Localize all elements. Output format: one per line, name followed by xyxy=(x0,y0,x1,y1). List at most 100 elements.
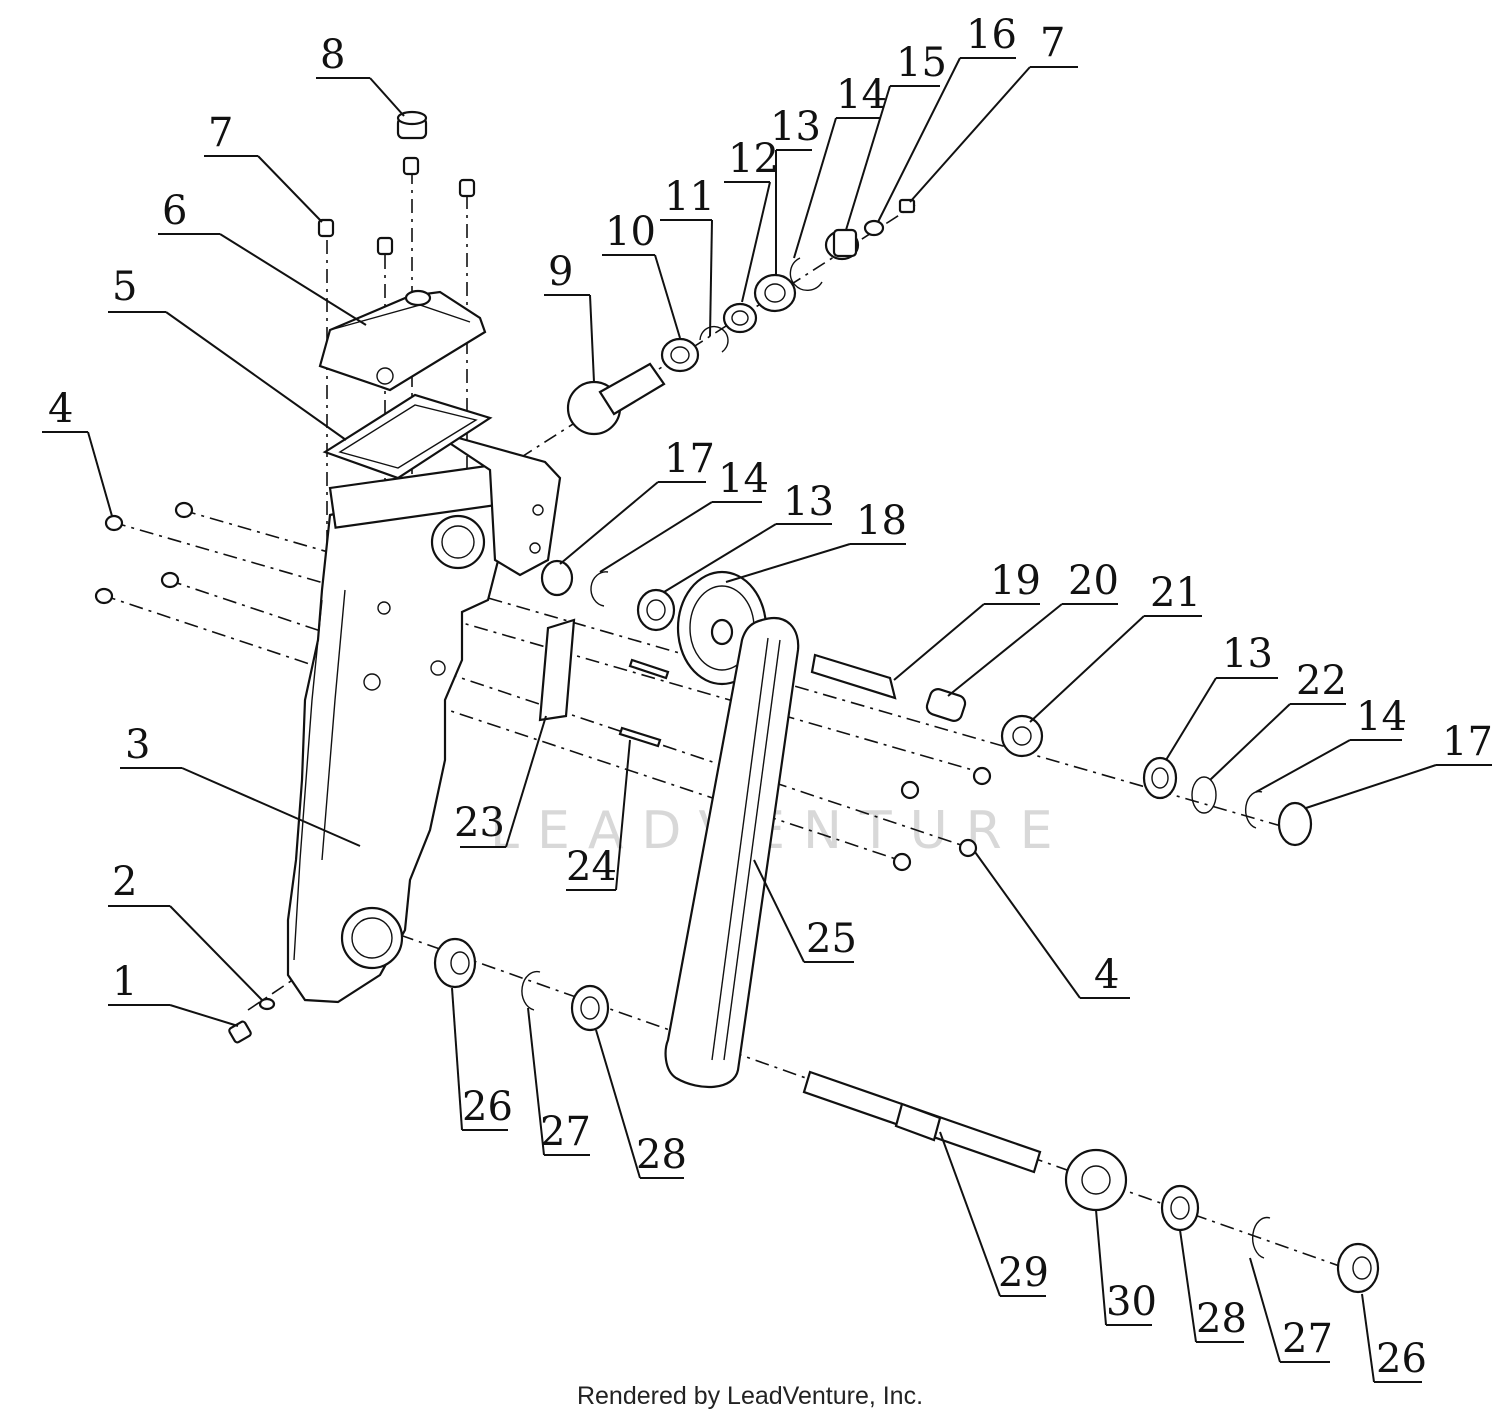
callout-13-middle: 13 xyxy=(663,479,834,593)
svg-text:21: 21 xyxy=(1150,570,1201,616)
callout-11: 11 xyxy=(660,174,715,337)
svg-text:20: 20 xyxy=(1068,558,1119,604)
svg-text:17: 17 xyxy=(1442,719,1493,765)
gear-case-part-3 xyxy=(286,428,562,1004)
callout-23: 23 xyxy=(454,715,547,848)
callout-29: 29 xyxy=(939,1131,1049,1297)
svg-text:1: 1 xyxy=(112,959,137,1005)
bearing-part-12 xyxy=(722,302,758,334)
gasket-part-5 xyxy=(322,393,493,480)
cover-bolts-part-7 xyxy=(317,156,476,256)
output-shaft-part-29 xyxy=(802,1070,1042,1174)
svg-text:17: 17 xyxy=(664,436,715,482)
svg-text:22: 22 xyxy=(1296,658,1347,704)
callout-28-right: 28 xyxy=(1179,1229,1247,1343)
pin-part-24 xyxy=(618,658,670,748)
svg-text:8: 8 xyxy=(320,32,345,78)
svg-text:11: 11 xyxy=(664,174,715,220)
svg-text:5: 5 xyxy=(112,264,137,310)
svg-text:16: 16 xyxy=(966,12,1017,58)
snap-ring-part-27-left xyxy=(521,970,541,1011)
callout-13-right: 13 xyxy=(1165,631,1278,761)
bolt-part-7-upper xyxy=(898,198,916,214)
bearing-part-28-right xyxy=(1160,1184,1200,1232)
callout-5: 5 xyxy=(108,264,347,441)
callout-9: 9 xyxy=(544,249,595,383)
callout-19: 19 xyxy=(893,558,1041,681)
svg-text:26: 26 xyxy=(462,1084,513,1130)
svg-text:28: 28 xyxy=(1196,1296,1247,1342)
input-shaft-part-9 xyxy=(566,362,666,436)
callout-24: 24 xyxy=(566,739,631,891)
sprocket-part-21 xyxy=(1000,714,1044,758)
callout-6: 6 xyxy=(158,188,367,326)
shaft-part-19 xyxy=(810,653,897,700)
bearing-part-13-upper xyxy=(753,273,797,313)
callout-30: 30 xyxy=(1095,1209,1157,1326)
callout-14-top: 14 xyxy=(793,72,887,259)
svg-text:23: 23 xyxy=(454,800,505,846)
svg-text:18: 18 xyxy=(856,498,907,544)
plugs-part-4 xyxy=(94,501,992,872)
bearing-part-13-mid xyxy=(636,588,676,632)
callout-17-middle: 17 xyxy=(559,436,715,565)
callout-17-right: 17 xyxy=(1305,719,1493,809)
svg-text:7: 7 xyxy=(1040,20,1065,66)
bearing-part-10 xyxy=(660,337,700,373)
svg-text:26: 26 xyxy=(1376,1336,1427,1382)
svg-text:4: 4 xyxy=(48,386,73,432)
snap-ring-part-14-mid xyxy=(590,571,609,607)
chain-part-25 xyxy=(664,617,800,1089)
svg-text:13: 13 xyxy=(770,104,821,150)
bushing-part-20 xyxy=(925,688,967,722)
callout-22: 22 xyxy=(1209,658,1347,781)
callout-1: 1 xyxy=(108,959,239,1027)
callout-14-right: 14 xyxy=(1255,694,1407,793)
seal-part-17-right xyxy=(1277,801,1313,847)
callout-14-middle: 14 xyxy=(599,456,769,573)
svg-text:14: 14 xyxy=(718,456,769,502)
seal-part-17-left xyxy=(540,559,574,597)
callout-15: 15 xyxy=(845,40,947,231)
svg-text:27: 27 xyxy=(1282,1316,1333,1362)
callout-26-right: 26 xyxy=(1361,1293,1427,1383)
svg-text:4: 4 xyxy=(1094,952,1119,998)
bearing-part-13-right xyxy=(1142,756,1178,800)
svg-text:19: 19 xyxy=(990,558,1041,604)
svg-text:7: 7 xyxy=(208,110,233,156)
sprocket-part-15 xyxy=(824,228,860,261)
callout-16: 16 xyxy=(877,12,1017,223)
snap-ring-part-11 xyxy=(699,325,729,353)
callout-13-top: 13 xyxy=(770,104,821,276)
svg-text:10: 10 xyxy=(605,209,656,255)
callout-7-right: 7 xyxy=(909,20,1078,203)
ring-part-22 xyxy=(1191,776,1217,814)
callout-4-right: 4 xyxy=(974,851,1130,999)
callout-7-left: 7 xyxy=(204,110,323,223)
washer-part-2 xyxy=(258,997,276,1011)
callout-4-left: 4 xyxy=(42,386,113,517)
callout-8: 8 xyxy=(316,32,405,117)
svg-text:29: 29 xyxy=(998,1250,1049,1296)
svg-text:3: 3 xyxy=(125,722,150,768)
filler-plug-part-8 xyxy=(396,110,428,140)
callout-26-left: 26 xyxy=(451,987,513,1131)
svg-text:2: 2 xyxy=(112,859,137,905)
svg-text:28: 28 xyxy=(636,1132,687,1178)
seal-part-26-right xyxy=(1336,1242,1380,1294)
svg-text:14: 14 xyxy=(836,72,887,118)
sprocket-part-30 xyxy=(1064,1148,1128,1212)
washer-part-16 xyxy=(863,219,885,237)
svg-text:6: 6 xyxy=(162,188,187,234)
svg-text:24: 24 xyxy=(566,844,617,890)
svg-text:13: 13 xyxy=(783,479,834,525)
svg-text:13: 13 xyxy=(1222,631,1273,677)
callout-20: 20 xyxy=(947,558,1119,697)
snap-ring-part-14-upper xyxy=(789,257,823,291)
svg-text:25: 25 xyxy=(806,916,857,962)
callout-27-right: 27 xyxy=(1249,1257,1333,1363)
callout-18: 18 xyxy=(725,498,907,583)
snap-ring-part-14-right xyxy=(1244,790,1263,829)
callout-27-left: 27 xyxy=(527,1007,591,1156)
